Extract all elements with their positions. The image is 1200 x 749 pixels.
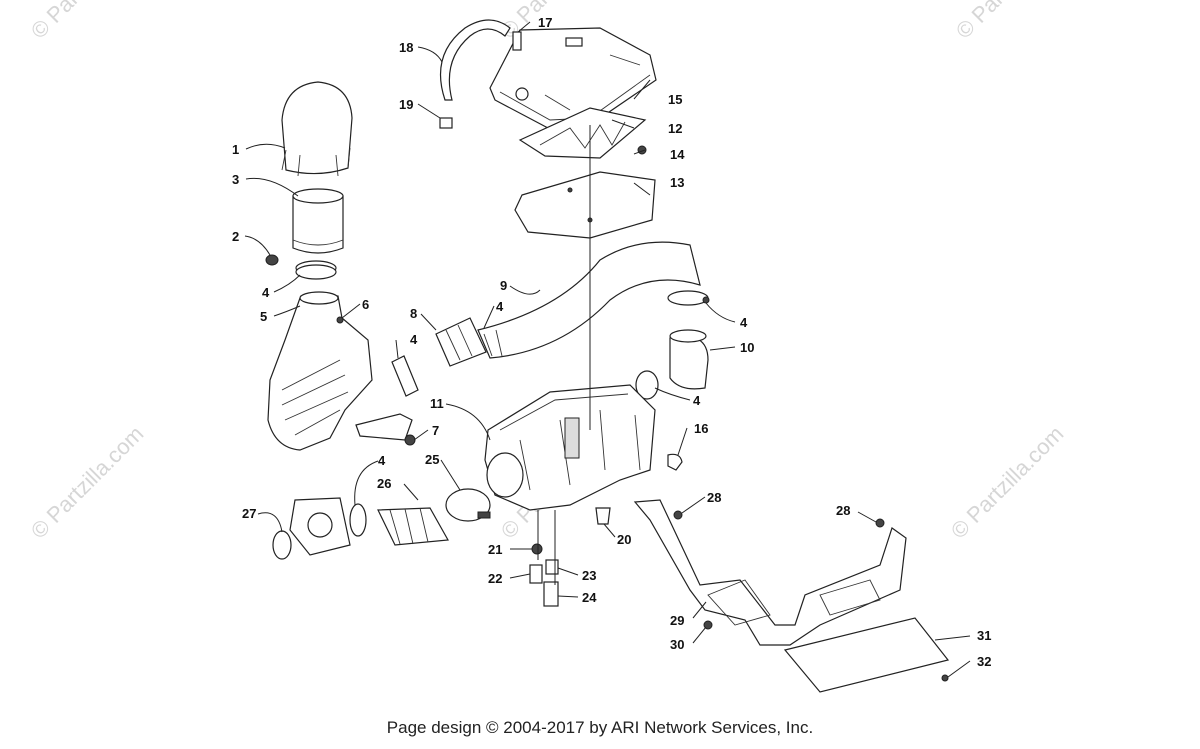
part-4-clamp-filter bbox=[295, 260, 337, 280]
callout-3: 3 bbox=[232, 172, 239, 187]
watermark-mid-left: © Partzilla.com bbox=[26, 421, 149, 544]
callout-4-ring: 4 bbox=[410, 332, 418, 347]
part-22-spacer bbox=[529, 564, 543, 584]
callout-1: 1 bbox=[232, 142, 239, 157]
callout-17: 17 bbox=[538, 15, 552, 30]
part-25-clamp bbox=[445, 488, 491, 522]
callout-30: 30 bbox=[670, 637, 684, 652]
part-8-boot bbox=[435, 317, 487, 367]
part-4-clamp-lower-left bbox=[349, 503, 367, 537]
callout-27: 27 bbox=[242, 506, 256, 521]
part-24-sleeve bbox=[543, 581, 559, 607]
callout-31: 31 bbox=[977, 628, 991, 643]
callout-labels: 1 3 2 4 5 6 7 8 9 4 4 4 10 4 11 16 15 12… bbox=[232, 15, 991, 669]
part-18-hose bbox=[439, 19, 511, 101]
callout-4-upper-right: 4 bbox=[740, 315, 748, 330]
watermark-top-right: © Partzilla.com bbox=[951, 0, 1074, 44]
callout-6: 6 bbox=[362, 297, 369, 312]
part-28-screw-right bbox=[875, 518, 885, 528]
part-20-grommet bbox=[595, 507, 611, 525]
part-19-hose-clip bbox=[439, 117, 453, 129]
part-29-mount-bracket bbox=[633, 499, 907, 646]
callout-11: 11 bbox=[430, 396, 444, 411]
callout-23: 23 bbox=[582, 568, 596, 583]
callout-26: 26 bbox=[377, 476, 391, 491]
part-4-clamp-upper-right bbox=[667, 290, 710, 306]
part-32-screw bbox=[941, 674, 949, 682]
callout-22: 22 bbox=[488, 571, 502, 586]
part-1-prefilter-cover bbox=[281, 81, 353, 177]
part-6-bolt bbox=[336, 316, 344, 324]
part-10-elbow bbox=[669, 329, 709, 390]
callout-14: 14 bbox=[670, 147, 685, 162]
part-3-air-filter bbox=[292, 188, 344, 254]
part-4-clamp-mid-right bbox=[635, 370, 659, 400]
part-17-fitting bbox=[512, 31, 522, 51]
part-13-filter-panel bbox=[514, 171, 656, 239]
part-23-clip bbox=[545, 559, 559, 575]
part-7-nut-bracket bbox=[355, 413, 416, 446]
callout-25: 25 bbox=[425, 452, 439, 467]
page-footer: Page design © 2004-2017 by ARI Network S… bbox=[386, 718, 814, 737]
part-21-nut bbox=[531, 543, 543, 555]
callout-10: 10 bbox=[740, 340, 754, 355]
callout-2: 2 bbox=[232, 229, 239, 244]
callout-4-mid-right: 4 bbox=[693, 393, 701, 408]
callout-4-lower-left: 4 bbox=[378, 453, 386, 468]
callout-4-filter: 4 bbox=[262, 285, 270, 300]
callout-15: 15 bbox=[668, 92, 682, 107]
callout-20: 20 bbox=[617, 532, 631, 547]
assembly-line-bottom bbox=[537, 510, 556, 585]
part-2-grommet bbox=[265, 254, 279, 266]
part-31-cover-panel bbox=[783, 617, 950, 693]
part-26-throttle-boot bbox=[377, 507, 449, 546]
callout-8: 8 bbox=[410, 306, 417, 321]
part-5-intake-duct bbox=[267, 291, 373, 451]
part-15-airbox-lid bbox=[489, 27, 657, 129]
part-9-intake-tube bbox=[477, 241, 701, 359]
part-11-airbox bbox=[484, 384, 656, 511]
callout-19: 19 bbox=[399, 97, 413, 112]
watermark-top-left: © Partzilla.com bbox=[26, 0, 149, 44]
callout-32: 32 bbox=[977, 654, 991, 669]
part-16-clip bbox=[667, 453, 683, 471]
callout-7: 7 bbox=[432, 423, 439, 438]
callout-12: 12 bbox=[668, 121, 682, 136]
part-28-screw-left bbox=[673, 510, 683, 520]
callout-16: 16 bbox=[694, 421, 708, 436]
callout-24: 24 bbox=[582, 590, 597, 605]
callout-18: 18 bbox=[399, 40, 413, 55]
callout-4-tube: 4 bbox=[496, 299, 504, 314]
callout-21: 21 bbox=[488, 542, 502, 557]
callout-5: 5 bbox=[260, 309, 267, 324]
callout-13: 13 bbox=[670, 175, 684, 190]
part-4-ring-left bbox=[391, 355, 419, 397]
callout-29: 29 bbox=[670, 613, 684, 628]
watermark-mid-right: © Partzilla.com bbox=[946, 421, 1069, 544]
callout-28-right: 28 bbox=[836, 503, 850, 518]
part-27-throttle-body bbox=[272, 497, 351, 560]
leader-lines bbox=[244, 21, 971, 678]
callout-28-left: 28 bbox=[707, 490, 721, 505]
callout-9: 9 bbox=[500, 278, 507, 293]
